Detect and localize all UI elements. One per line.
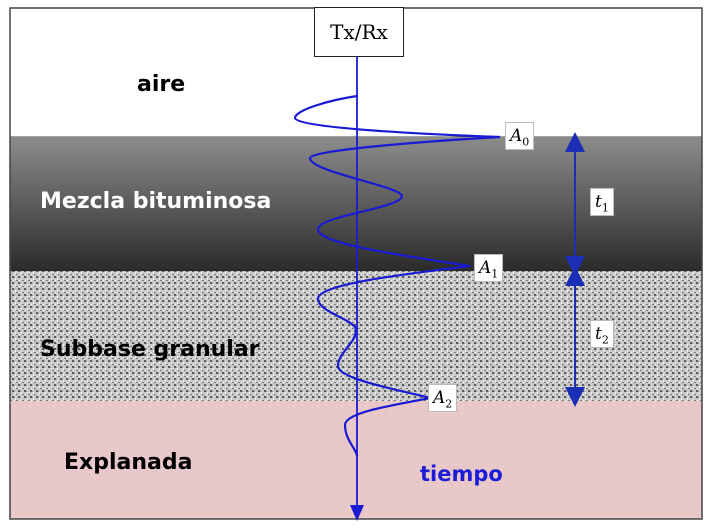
t1-index: 1 bbox=[602, 201, 609, 214]
t1-symbol: t bbox=[595, 192, 602, 212]
layer-label-air: aire bbox=[137, 72, 185, 97]
layer-label-asphalt: Mezcla bituminosa bbox=[40, 189, 271, 214]
amplitude-a0-index: 0 bbox=[522, 135, 529, 148]
amplitude-a2-index: 2 bbox=[445, 397, 452, 410]
amplitude-a0-label: A0 bbox=[505, 122, 534, 150]
amplitude-a0-symbol: A bbox=[510, 126, 522, 146]
t2-label: t2 bbox=[590, 320, 614, 348]
amplitude-a2-label: A2 bbox=[428, 384, 457, 412]
layer-label-subbase: Subbase granular bbox=[40, 337, 260, 362]
t2-index: 2 bbox=[602, 333, 609, 346]
transceiver-box: Tx/Rx bbox=[314, 7, 404, 57]
amplitude-a1-label: A1 bbox=[474, 254, 503, 282]
t2-symbol: t bbox=[595, 324, 602, 344]
t1-label: t1 bbox=[590, 188, 614, 216]
amplitude-a1-index: 1 bbox=[491, 267, 498, 280]
amplitude-a1-symbol: A bbox=[479, 258, 491, 278]
layer-label-subgrade: Explanada bbox=[64, 450, 192, 475]
amplitude-a2-symbol: A bbox=[433, 388, 445, 408]
time-axis-label: tiempo bbox=[420, 462, 503, 486]
